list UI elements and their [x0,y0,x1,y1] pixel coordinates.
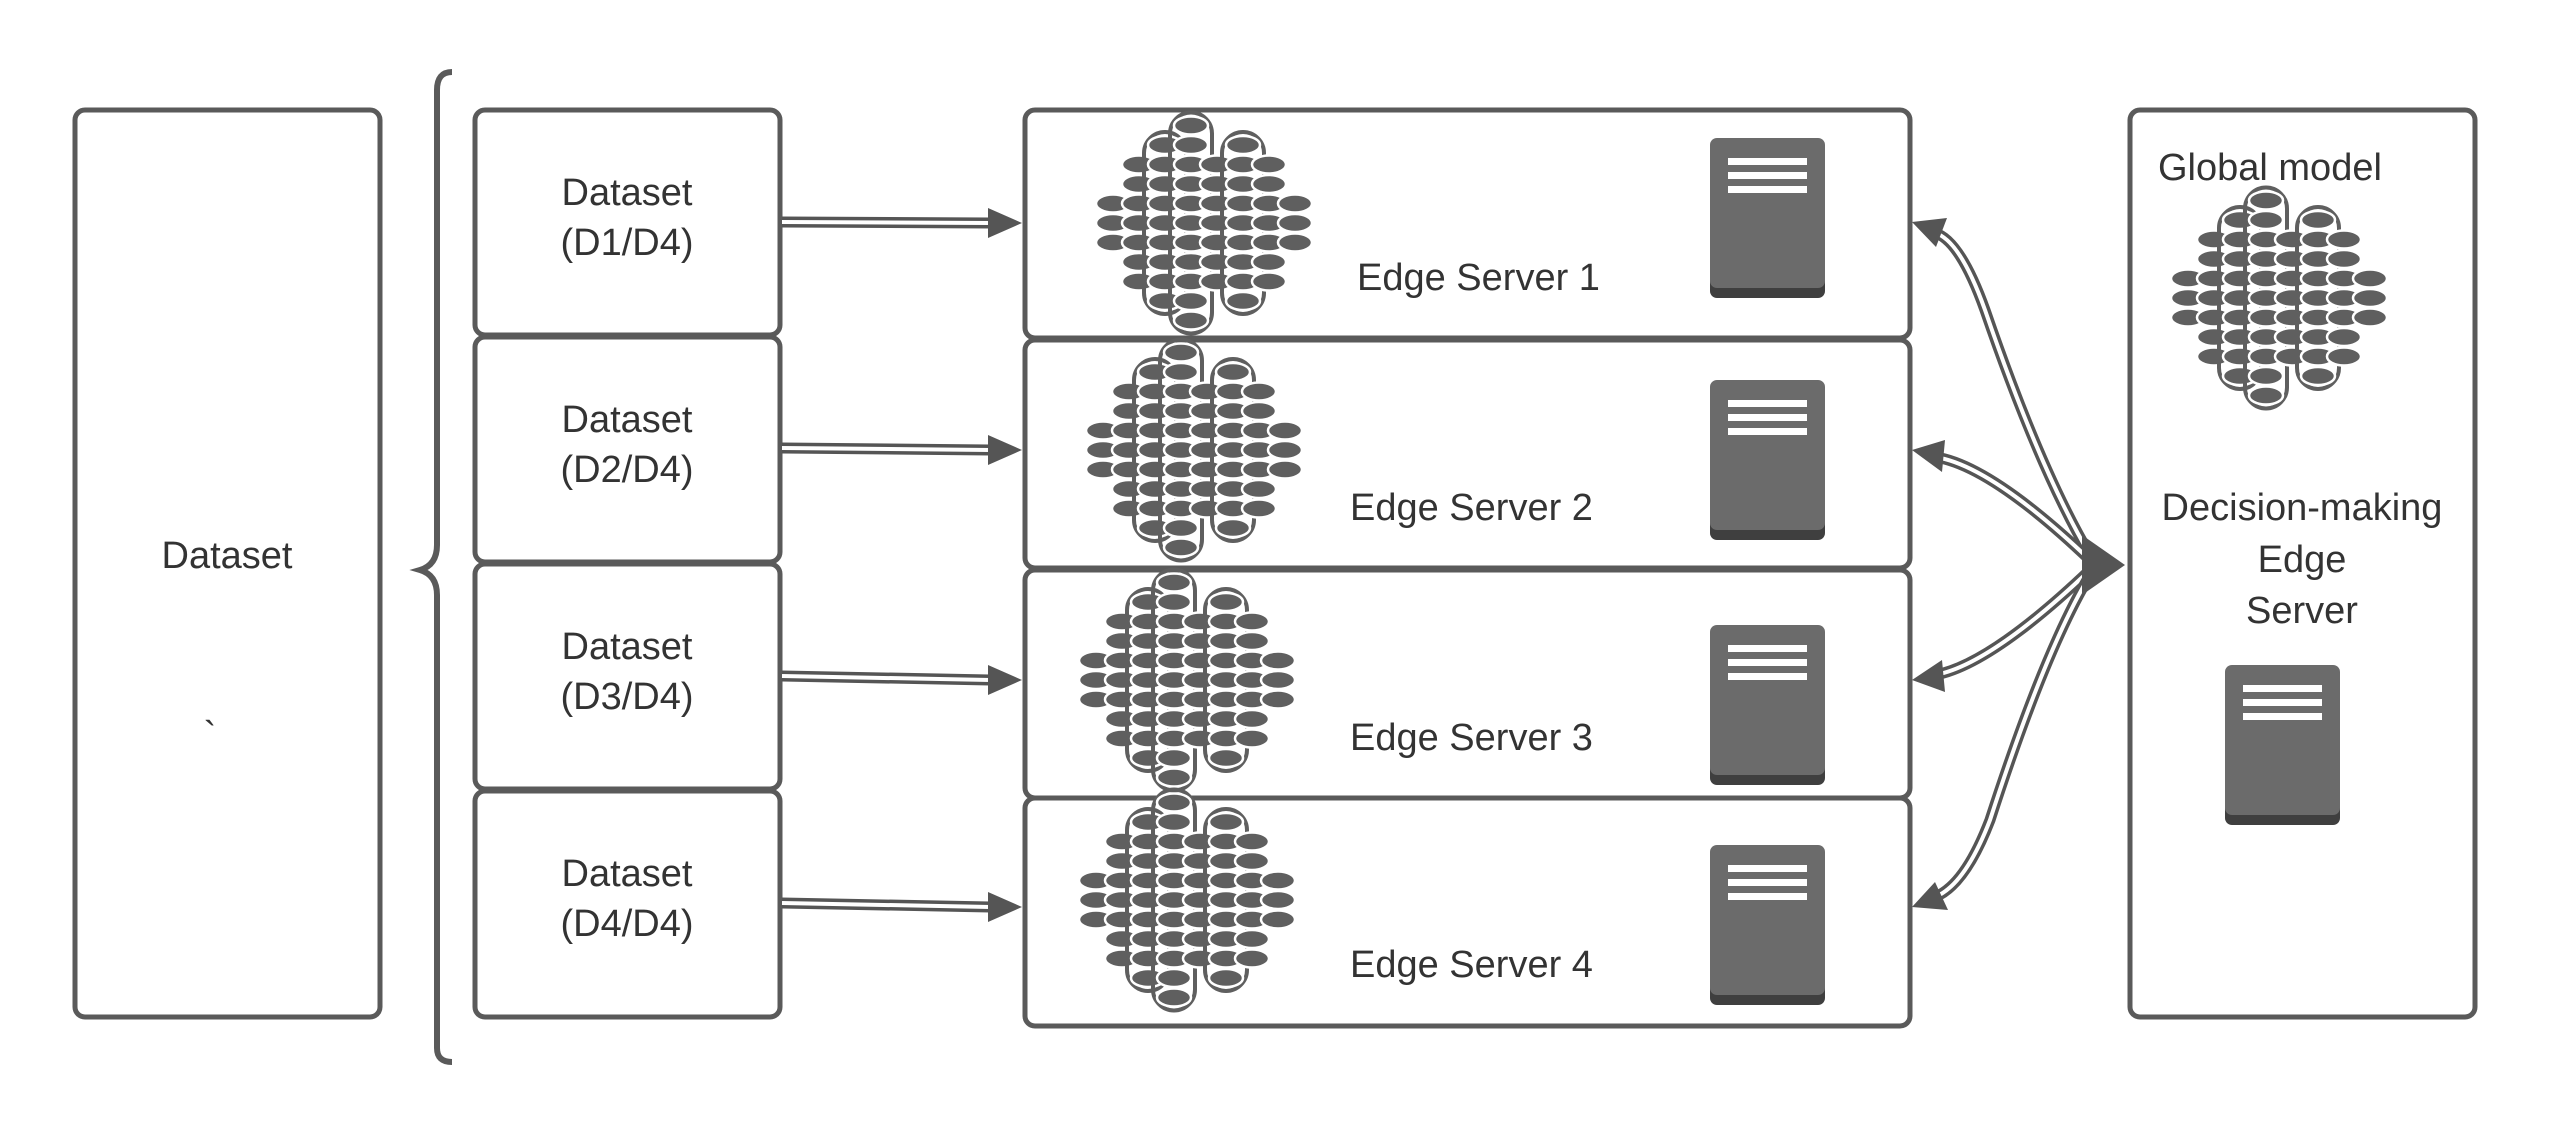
neural-network-icon [1084,337,1304,563]
partition-arrows [781,208,1022,922]
edge-server-box-3: Edge Server 3 [1022,567,1913,801]
partition-arrow-4 [781,892,1022,922]
server-icon [1710,625,1825,785]
server-icon [1710,138,1825,298]
partition-box-3: Dataset (D3/D4) [472,561,783,792]
edge-server-label-2: Edge Server 2 [1350,487,1593,529]
neural-network-icon [2169,185,2389,411]
decision-server-box: Global model Decision-making Edge Server [2127,107,2478,1020]
partition-label-1: Dataset [562,172,693,214]
partition-sublabel-3: (D3/D4) [560,676,693,718]
source-dataset-box: Dataset ` [72,107,383,1020]
partition-box-2: Dataset (D2/D4) [472,334,783,565]
edge-server-label-3: Edge Server 3 [1350,717,1593,759]
decision-server-label-1: Decision-making [2162,487,2443,529]
partition-label-3: Dataset [562,626,693,668]
server-icon [1710,380,1825,540]
partition-box-1: Dataset (D1/D4) [472,107,783,338]
aggregation-hub-arrowhead [2082,535,2125,595]
server-icon [2225,665,2340,825]
source-dataset-mark: ` [204,715,217,757]
source-dataset-label: Dataset [162,535,293,577]
aggregation-arrows [1912,218,2125,910]
edge-server-group: Edge Server 1 Edge Server 2 Edge Server … [1022,107,1913,1029]
edge-server-label-4: Edge Server 4 [1350,944,1593,986]
partition-arrow-1 [781,208,1022,238]
global-model-label: Global model [2158,147,2382,189]
decision-server-label-3: Server [2246,590,2358,632]
edge-server-box-1: Edge Server 1 [1022,107,1913,341]
partition-label-2: Dataset [562,399,693,441]
edge-server-box-4: Edge Server 4 [1022,787,1913,1029]
edge-server-box-2: Edge Server 2 [1022,337,1913,571]
aggregation-arrow-2 [1912,440,2094,564]
decision-server-label-2: Edge [2258,539,2347,581]
neural-network-icon [1077,567,1297,793]
neural-network-icon [1077,787,1297,1013]
partition-sublabel-4: (D4/D4) [560,903,693,945]
partition-sublabel-1: (D1/D4) [560,222,693,264]
partition-sublabel-2: (D2/D4) [560,449,693,491]
aggregation-arrow-4 [1912,572,2095,910]
partition-box-4: Dataset (D4/D4) [472,788,783,1020]
partition-label-4: Dataset [562,853,693,895]
partition-group: Dataset (D1/D4) Dataset (D2/D4) Dataset … [472,107,783,1020]
aggregation-arrow-1 [1912,218,2095,558]
partition-arrow-3 [781,665,1022,695]
aggregation-arrow-3 [1912,566,2094,692]
server-icon [1710,845,1825,1005]
neural-network-icon [1094,110,1314,336]
edge-server-label-1: Edge Server 1 [1357,257,1600,299]
split-brace [409,69,453,1065]
partition-arrow-2 [781,435,1022,465]
